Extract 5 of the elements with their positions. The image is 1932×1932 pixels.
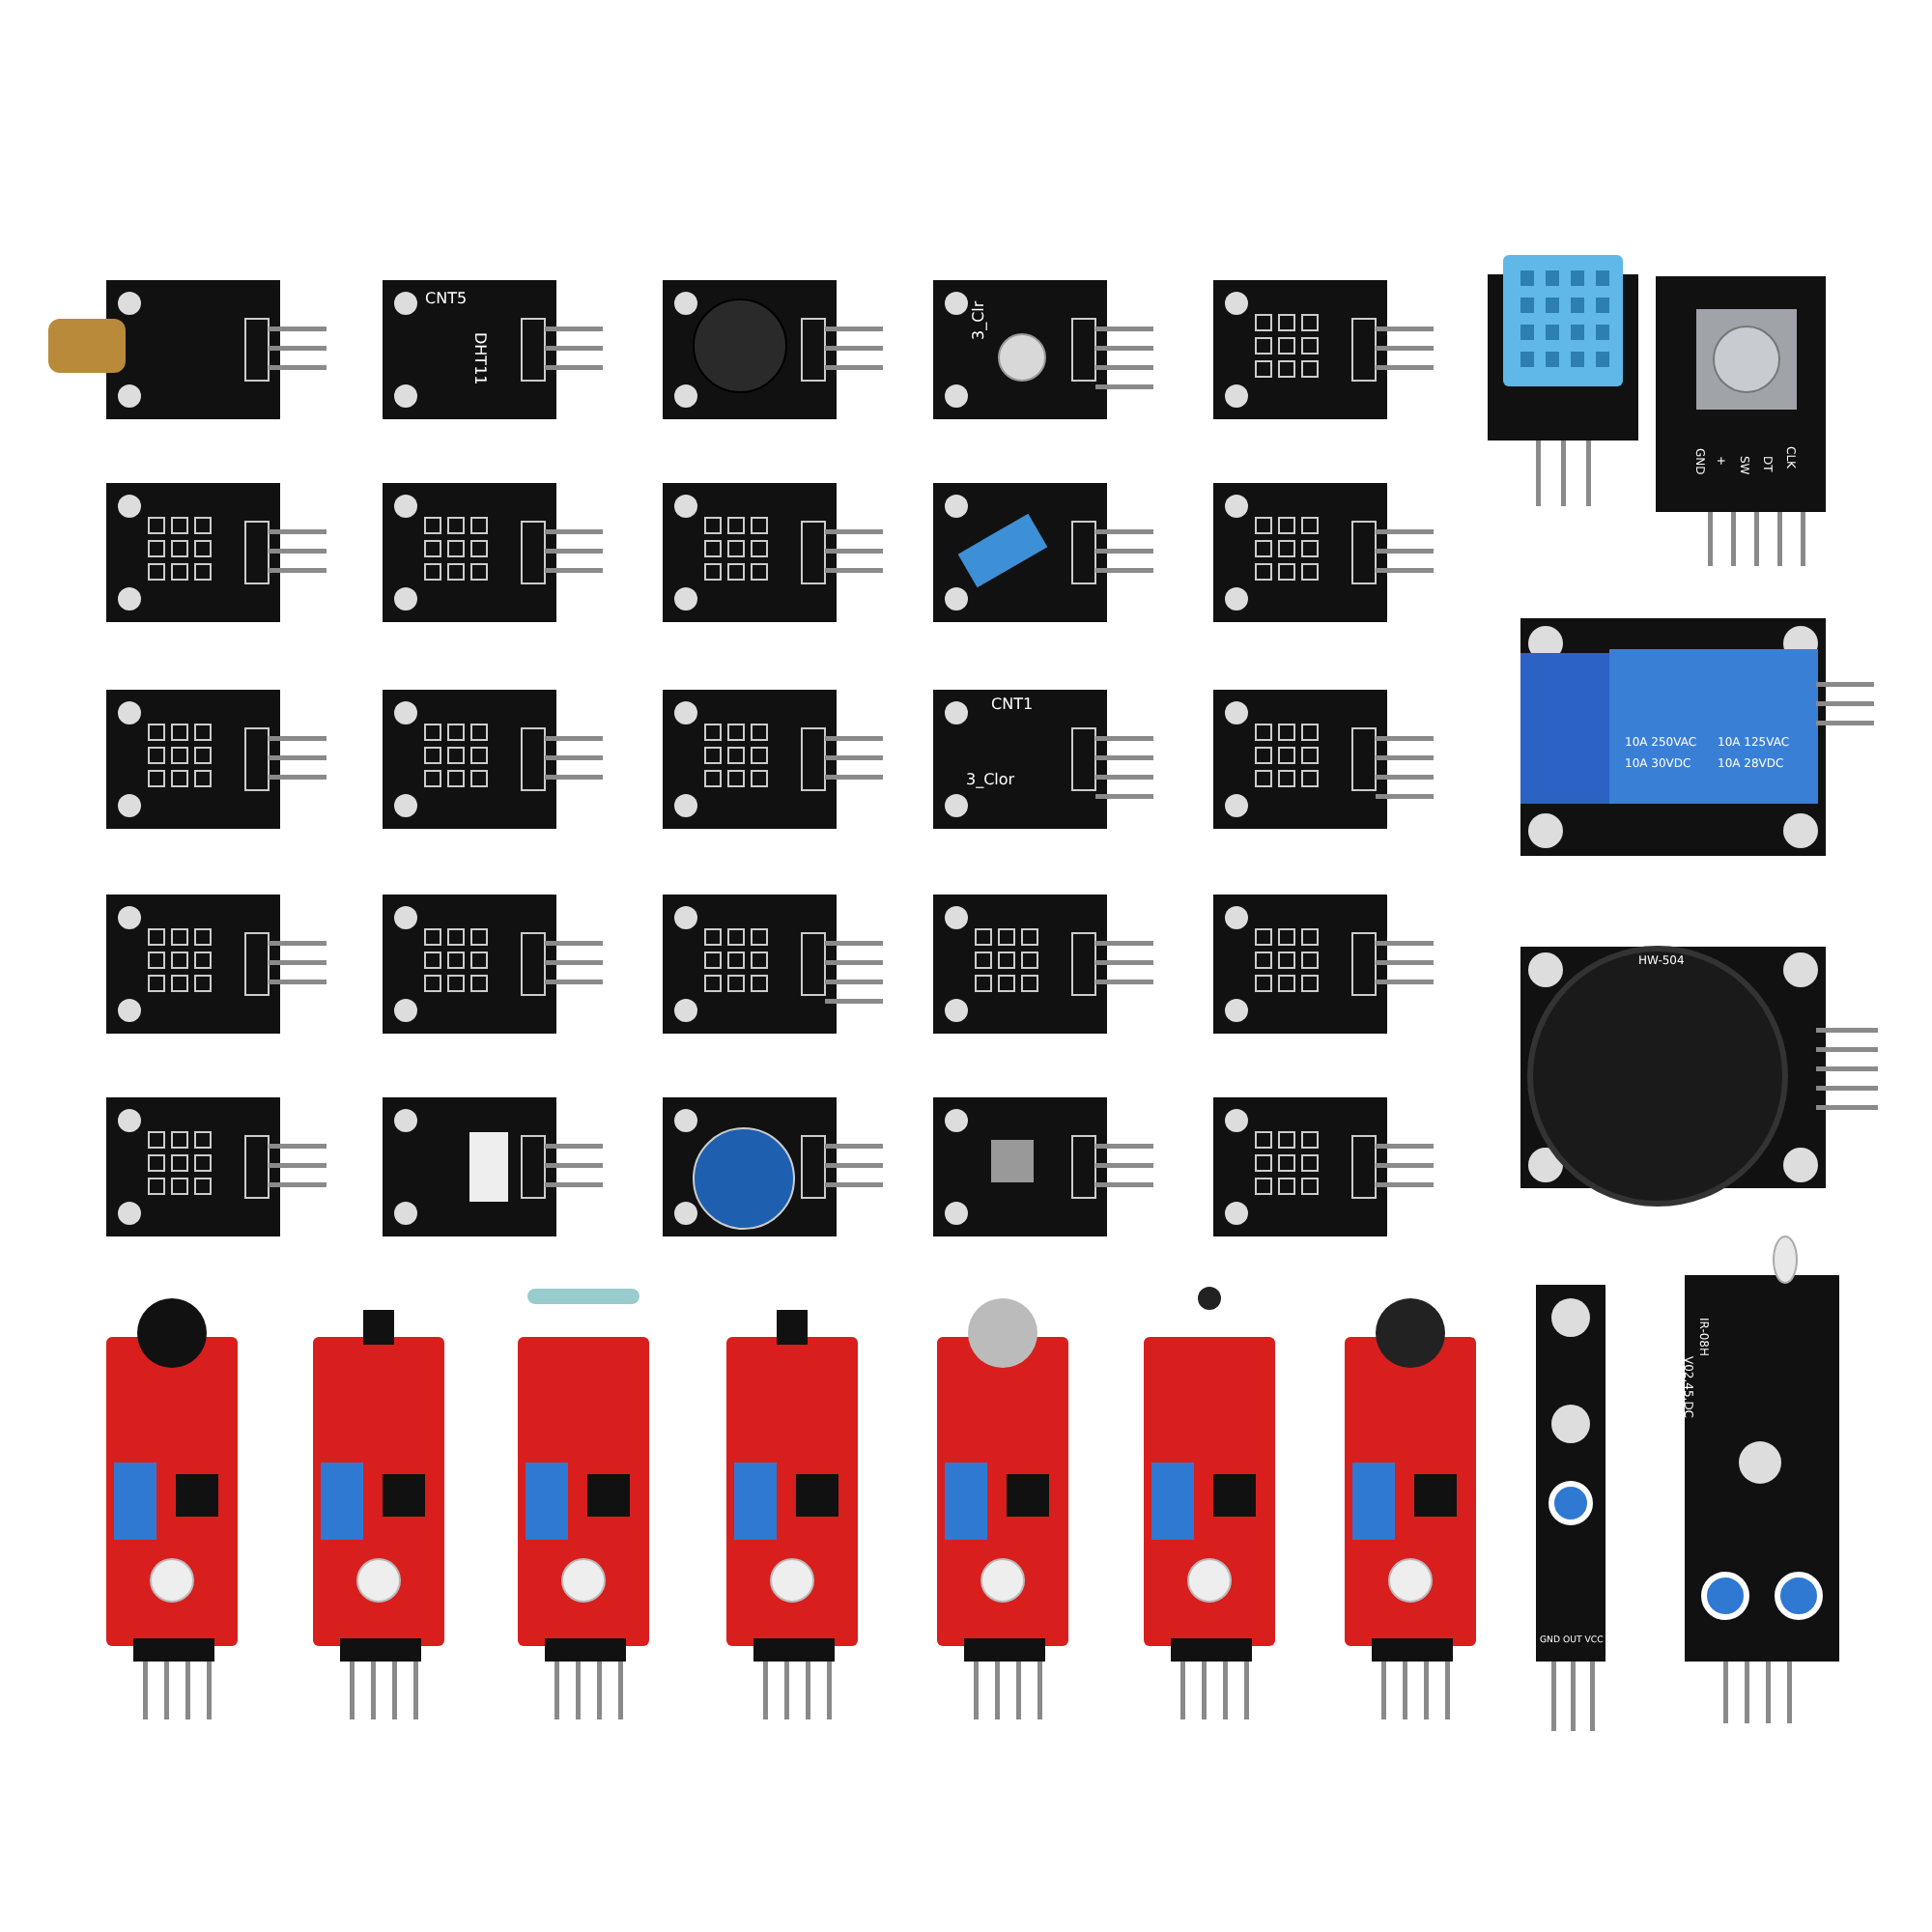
silkscreen-label: 3_Clor: [966, 773, 1015, 788]
silkscreen-label: CNT5: [425, 292, 468, 307]
silkscreen-label: DHT11: [471, 332, 487, 385]
silkscreen-label: CNT1: [991, 697, 1034, 713]
silkscreen-label: 3_Clr: [972, 300, 987, 340]
